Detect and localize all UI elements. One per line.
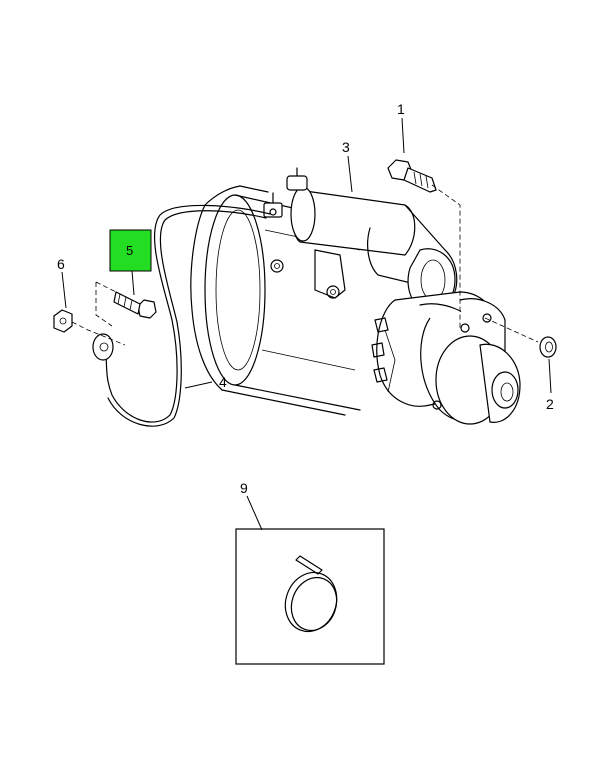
cable-item-4	[92, 204, 271, 427]
leader-lines	[61, 117, 552, 531]
callout-4[interactable]: 4	[219, 374, 227, 390]
callout-3[interactable]: 3	[342, 139, 350, 155]
callout-5[interactable]: 5	[126, 243, 133, 258]
callout-6[interactable]: 6	[57, 256, 65, 272]
inset-detail-item-9	[235, 528, 385, 665]
callout-2[interactable]: 2	[546, 396, 554, 412]
bolt-item-1	[387, 159, 461, 330]
nut-item-6	[53, 309, 126, 346]
bolt-item-5	[95, 281, 157, 327]
callout-1[interactable]: 1	[397, 101, 405, 117]
callout-9[interactable]: 9	[240, 480, 248, 496]
starter-motor	[190, 167, 521, 425]
washer-item-2	[484, 317, 557, 358]
highlight-box-item-5[interactable]	[109, 229, 152, 272]
